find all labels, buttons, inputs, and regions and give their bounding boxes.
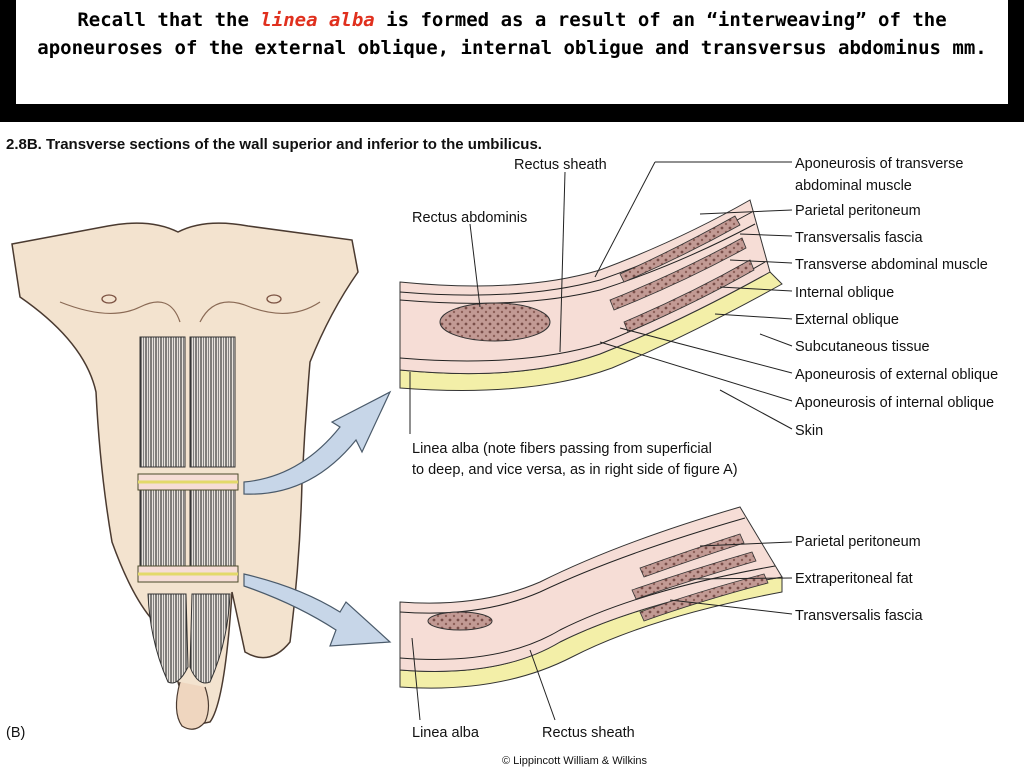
upper-external-oblique-muscle	[623, 259, 755, 333]
upper-internal-oblique-muscle	[609, 237, 747, 311]
label-transversalis-fascia-lower: Transversalis fascia	[795, 608, 924, 624]
left-nipple	[101, 294, 117, 304]
label-parietal-peritoneum-upper: Parietal peritoneum	[795, 203, 921, 219]
upper-leader-lines	[409, 161, 793, 434]
label-linea-alba-note-2: to deep, and vice versa, as in right sid…	[412, 462, 738, 478]
upper-rectus-abdominis	[439, 302, 551, 342]
header-emphasis-linea-alba: linea alba	[260, 9, 375, 31]
label-linea-alba-note-1: Linea alba (note fibers passing from sup…	[412, 441, 712, 457]
label-subcutaneous-tissue: Subcutaneous tissue	[795, 339, 930, 355]
label-aponeurosis-transverse-2: abdominal muscle	[795, 178, 912, 194]
label-extraperitoneal-fat: Extraperitoneal fat	[795, 571, 913, 587]
rectus-muscle-right-upper	[189, 336, 236, 468]
label-rectus-abdominis: Rectus abdominis	[412, 210, 527, 226]
label-aponeurosis-external-oblique: Aponeurosis of external oblique	[795, 367, 998, 383]
label-aponeurosis-transverse-1: Aponeurosis of transverse	[795, 156, 963, 172]
slide-header: Recall that the linea alba is formed as …	[16, 0, 1008, 104]
upper-cross-section	[399, 199, 783, 391]
rectus-muscle-right-middle	[189, 486, 236, 576]
label-rectus-sheath-lower: Rectus sheath	[542, 725, 635, 741]
rectus-muscle-left-middle	[139, 486, 186, 576]
header-text-start: Recall that the	[77, 9, 261, 31]
figure-title: 2.8B. Transverse sections of the wall su…	[6, 136, 542, 153]
label-linea-alba-lower: Linea alba	[412, 725, 480, 741]
label-external-oblique: External oblique	[795, 312, 899, 328]
arrow-to-upper-section	[243, 390, 392, 495]
label-skin: Skin	[795, 423, 823, 439]
torso-illustration	[11, 222, 359, 730]
upper-transverse-muscle	[619, 215, 741, 283]
panel-label: (B)	[6, 725, 25, 741]
label-internal-oblique: Internal oblique	[795, 285, 894, 301]
lower-leader-lines	[411, 541, 793, 721]
lower-muscle-3	[639, 573, 769, 622]
rectus-muscle-left-lower	[147, 593, 189, 684]
label-transversalis-fascia-upper: Transversalis fascia	[795, 230, 924, 246]
header-text: Recall that the linea alba is formed as …	[16, 0, 1008, 62]
label-rectus-sheath: Rectus sheath	[514, 157, 607, 173]
rectus-muscle-left-upper	[139, 336, 186, 468]
arrow-to-lower-section	[243, 573, 392, 647]
lower-cross-section	[399, 506, 783, 689]
copyright-notice: © Lippincott William & Wilkins	[502, 755, 648, 767]
lower-rectus-abdominis	[427, 611, 493, 631]
label-parietal-peritoneum-lower: Parietal peritoneum	[795, 534, 921, 550]
figure-panel: 2.8B. Transverse sections of the wall su…	[0, 122, 1024, 768]
anatomy-figure: 2.8B. Transverse sections of the wall su…	[6, 136, 998, 767]
lower-muscle-2	[631, 551, 757, 600]
lower-layer-band	[399, 506, 783, 672]
right-nipple	[266, 294, 282, 304]
label-aponeurosis-internal-oblique: Aponeurosis of internal oblique	[795, 395, 994, 411]
header-text-end: is formed as a result of an “interweavin…	[37, 9, 987, 59]
label-transverse-abdominal-muscle: Transverse abdominal muscle	[795, 257, 988, 273]
rectus-muscle-right-lower	[189, 593, 231, 684]
